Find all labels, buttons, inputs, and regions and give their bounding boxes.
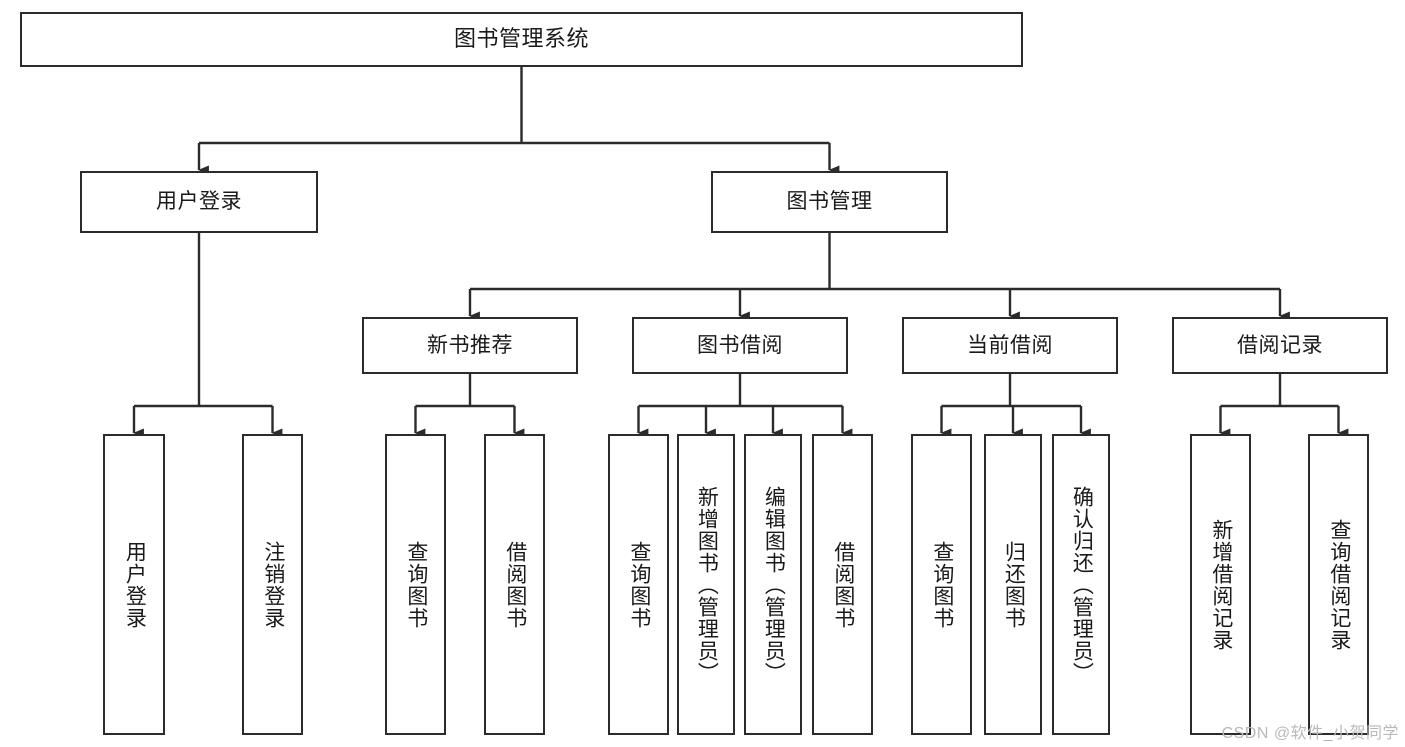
node-leaf-user-login[interactable]: 用户登录 <box>103 434 165 735</box>
node-leaf-return-book[interactable]: 归还图书 <box>984 434 1042 735</box>
node-user-login[interactable]: 用户登录 <box>80 171 318 233</box>
node-label: 归还图书 <box>1002 540 1026 629</box>
node-label: 新增图书（管理员） <box>695 485 719 684</box>
node-label: 借阅图书 <box>831 540 855 629</box>
node-label: 编辑图书（管理员） <box>762 485 786 684</box>
node-new-book-rec[interactable]: 新书推荐 <box>362 317 578 374</box>
node-leaf-query-record[interactable]: 查询借阅记录 <box>1308 434 1369 735</box>
node-label: 当前借阅 <box>967 333 1053 357</box>
node-leaf-query-book-1[interactable]: 查询图书 <box>385 434 446 735</box>
node-label: 查询图书 <box>627 540 651 629</box>
node-leaf-confirm-return[interactable]: 确认归还（管理员） <box>1052 434 1110 735</box>
node-label: 新增借阅记录 <box>1209 518 1233 651</box>
node-leaf-query-book-3[interactable]: 查询图书 <box>911 434 972 735</box>
node-label: 借阅图书 <box>503 540 527 629</box>
node-leaf-borrow-book-2[interactable]: 借阅图书 <box>812 434 873 735</box>
node-label: 图书借阅 <box>697 333 783 357</box>
node-label: 查询图书 <box>930 540 954 629</box>
node-leaf-logout[interactable]: 注销登录 <box>242 434 303 735</box>
node-current-borrow[interactable]: 当前借阅 <box>902 317 1118 374</box>
node-label: 借阅记录 <box>1237 333 1323 357</box>
node-book-borrow[interactable]: 图书借阅 <box>632 317 848 374</box>
node-root[interactable]: 图书管理系统 <box>20 12 1023 67</box>
node-leaf-edit-book[interactable]: 编辑图书（管理员） <box>744 434 802 735</box>
node-label: 查询借阅记录 <box>1327 518 1351 651</box>
node-leaf-borrow-book-1[interactable]: 借阅图书 <box>484 434 545 735</box>
node-book-manage[interactable]: 图书管理 <box>711 171 948 233</box>
node-label: 用户登录 <box>156 190 242 214</box>
node-label: 新书推荐 <box>427 333 513 357</box>
node-label: 用户登录 <box>123 540 147 629</box>
node-leaf-add-book[interactable]: 新增图书（管理员） <box>677 434 735 735</box>
node-borrow-record[interactable]: 借阅记录 <box>1172 317 1388 374</box>
node-leaf-add-record[interactable]: 新增借阅记录 <box>1190 434 1251 735</box>
node-label: 确认归还（管理员） <box>1070 485 1094 684</box>
node-label: 图书管理系统 <box>453 26 589 52</box>
node-label: 查询图书 <box>404 540 428 629</box>
node-leaf-query-book-2[interactable]: 查询图书 <box>608 434 669 735</box>
node-label: 图书管理 <box>786 190 873 214</box>
node-label: 注销登录 <box>261 540 285 629</box>
csdn-watermark: CSDN @软件_小贺同学 <box>1221 725 1399 742</box>
